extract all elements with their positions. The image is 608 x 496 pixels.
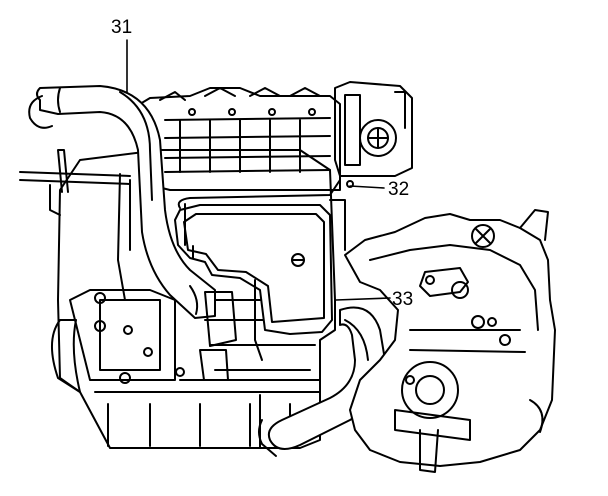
- upper-coolant-hose-icon: [28, 85, 237, 381]
- engine-cover-icon: [174, 159, 346, 361]
- callout-33: 33: [392, 289, 414, 310]
- leader-33: [335, 297, 391, 301]
- cylinder-head-icon: [19, 87, 341, 191]
- transmission-housing-icon: [344, 209, 556, 473]
- leader-32: [349, 185, 385, 189]
- callout-31: 31: [111, 17, 133, 38]
- throttle-body-icon: [334, 81, 413, 188]
- leader-lines: [126, 39, 391, 301]
- callout-32: 32: [388, 179, 410, 200]
